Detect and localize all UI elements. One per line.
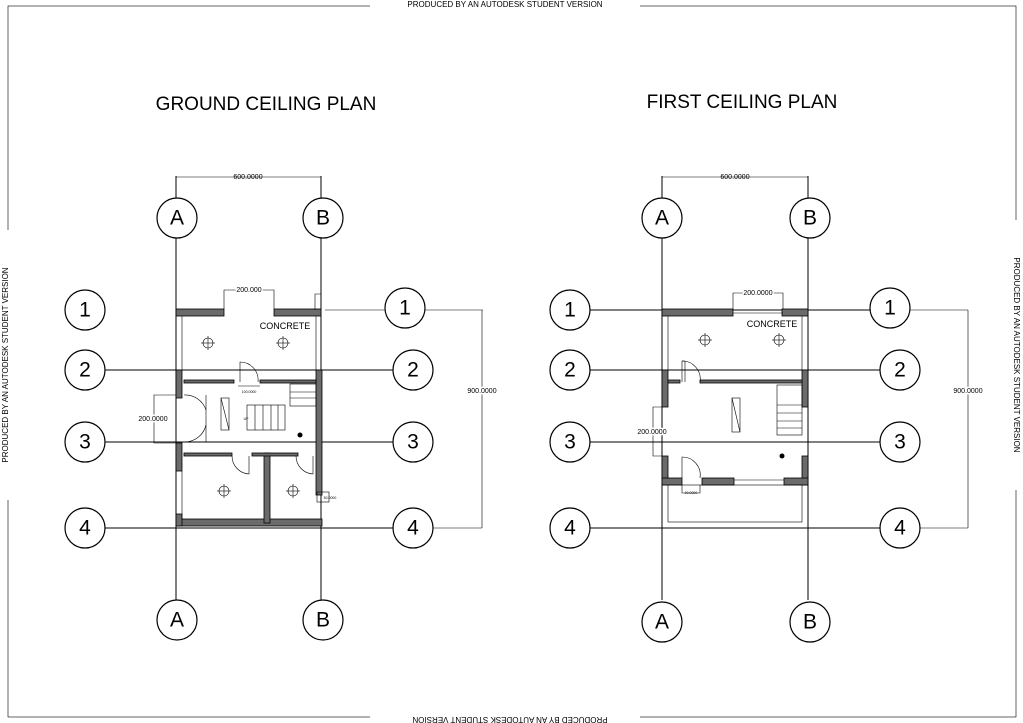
svg-text:B: B bbox=[803, 207, 817, 230]
svg-text:A: A bbox=[170, 609, 184, 632]
grid-bubble-a-bottom: A bbox=[156, 599, 198, 641]
light-fixture-icon bbox=[201, 336, 215, 350]
grid-bubble-b-bottom: B bbox=[302, 599, 344, 641]
dim-door-side: 200.0000 bbox=[637, 429, 666, 436]
dim-width: 600.0000 bbox=[720, 174, 749, 181]
watermark-left: PRODUCED BY AN AUTODESK STUDENT VERSION bbox=[1, 267, 10, 462]
watermark-right: PRODUCED BY AN AUTODESK STUDENT VERSION bbox=[1012, 257, 1021, 452]
first-ceiling-plan: FIRST CEILING PLAN 600.0000 900.0000 200… bbox=[549, 92, 984, 643]
grid-bubble-3-left: 3 bbox=[64, 421, 106, 463]
svg-text:2: 2 bbox=[79, 359, 91, 382]
svg-text:3: 3 bbox=[407, 431, 419, 454]
svg-text:B: B bbox=[316, 609, 330, 632]
dim-height: 900.0000 bbox=[953, 388, 982, 395]
light-fixture-icon bbox=[772, 333, 786, 347]
svg-text:3: 3 bbox=[894, 431, 906, 454]
grid-bubble-1-right: 1 bbox=[384, 287, 426, 329]
svg-text:3: 3 bbox=[564, 431, 576, 454]
dim-door-inner: 100.0000 bbox=[242, 390, 257, 394]
light-fixture-icon bbox=[276, 336, 290, 350]
light-fixture-icon bbox=[286, 484, 300, 498]
dim-small: 50.0000 bbox=[324, 496, 337, 500]
fan-icon bbox=[297, 432, 303, 438]
grid-bubble-a-bottom: A bbox=[641, 601, 683, 643]
dim-door-side: 200.0000 bbox=[138, 416, 167, 423]
grid-bubble-b-top: B bbox=[302, 197, 344, 239]
dim-width: 600.0000 bbox=[233, 174, 262, 181]
grid-bubble-b-bottom: B bbox=[789, 601, 831, 643]
grid-bubble-2-right: 2 bbox=[879, 349, 921, 391]
svg-text:2: 2 bbox=[407, 359, 419, 382]
svg-text:B: B bbox=[803, 611, 817, 634]
svg-text:1: 1 bbox=[564, 299, 576, 322]
grid-bubble-4-right: 4 bbox=[392, 507, 434, 549]
plan-title: FIRST CEILING PLAN bbox=[647, 92, 838, 113]
grid-bubble-1-left: 1 bbox=[64, 289, 106, 331]
svg-text:A: A bbox=[170, 207, 184, 230]
svg-text:1: 1 bbox=[399, 297, 411, 320]
ground-ceiling-plan: GROUND CEILING PLAN 600.0000 900.0000 20… bbox=[64, 94, 498, 641]
svg-text:4: 4 bbox=[564, 517, 576, 540]
svg-text:2: 2 bbox=[894, 359, 906, 382]
svg-text:A: A bbox=[655, 207, 669, 230]
material-label: CONCRETE bbox=[260, 321, 311, 331]
fan-icon bbox=[779, 453, 785, 459]
grid-bubble-4-right: 4 bbox=[879, 507, 921, 549]
dim-window: 200.000 bbox=[236, 287, 261, 294]
dim-door-inner: 90.0000 bbox=[685, 491, 698, 495]
grid-bubble-2-left: 2 bbox=[549, 349, 591, 391]
grid-bubble-2-left: 2 bbox=[64, 349, 106, 391]
watermark-top: PRODUCED BY AN AUTODESK STUDENT VERSION bbox=[407, 0, 602, 9]
grid-bubble-3-right: 3 bbox=[879, 421, 921, 463]
svg-text:4: 4 bbox=[407, 517, 419, 540]
svg-text:1: 1 bbox=[79, 299, 91, 322]
dim-height: 900.0000 bbox=[467, 388, 496, 395]
grid-bubble-a-top: A bbox=[641, 197, 683, 239]
grid-bubble-2-right: 2 bbox=[392, 349, 434, 391]
watermark-bottom: PRODUCED BY AN AUTODESK STUDENT VERSION bbox=[412, 715, 607, 723]
grid-bubble-4-left: 4 bbox=[549, 507, 591, 549]
grid-bubble-1-left: 1 bbox=[549, 289, 591, 331]
svg-text:B: B bbox=[316, 207, 330, 230]
svg-text:3: 3 bbox=[79, 431, 91, 454]
svg-text:2: 2 bbox=[564, 359, 576, 382]
svg-text:UP: UP bbox=[244, 417, 250, 421]
light-fixture-icon bbox=[217, 484, 231, 498]
svg-text:4: 4 bbox=[894, 517, 906, 540]
grid-bubble-3-left: 3 bbox=[549, 421, 591, 463]
light-fixture-icon bbox=[698, 333, 712, 347]
dim-window: 200.0000 bbox=[743, 290, 772, 297]
grid-bubble-4-left: 4 bbox=[64, 507, 106, 549]
material-label: CONCRETE bbox=[747, 319, 798, 329]
grid-bubble-3-right: 3 bbox=[392, 421, 434, 463]
grid-bubble-1-right: 1 bbox=[869, 287, 911, 329]
grid-bubble-b-top: B bbox=[789, 197, 831, 239]
svg-text:A: A bbox=[655, 611, 669, 634]
plan-title: GROUND CEILING PLAN bbox=[156, 94, 377, 115]
svg-text:4: 4 bbox=[79, 517, 91, 540]
svg-text:1: 1 bbox=[884, 297, 896, 320]
grid-bubble-a-top: A bbox=[156, 197, 198, 239]
